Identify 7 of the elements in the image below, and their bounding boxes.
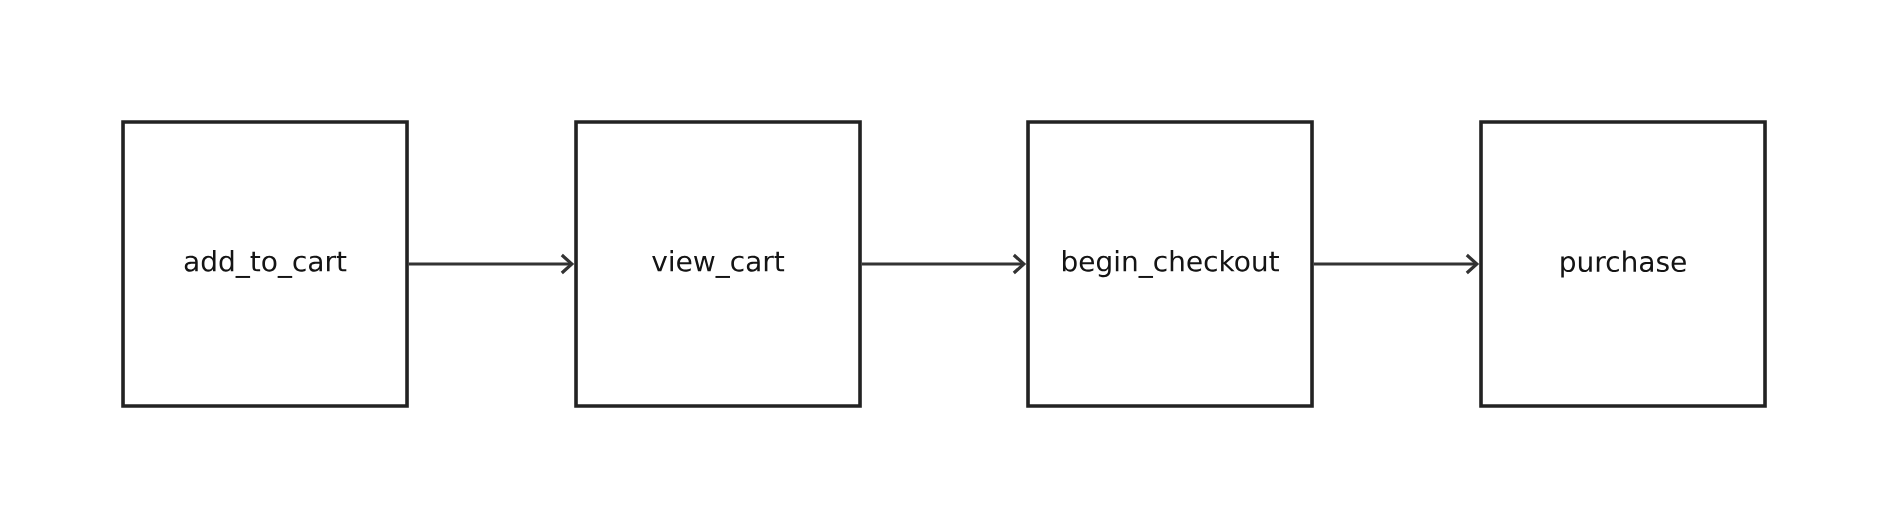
arrow (1313, 253, 1480, 275)
process-box: add_to_cart (121, 120, 409, 408)
arrow (861, 253, 1027, 275)
process-box: purchase (1479, 120, 1767, 408)
process-box: view_cart (574, 120, 862, 408)
process-box: begin_checkout (1026, 120, 1314, 408)
arrow (408, 253, 575, 275)
